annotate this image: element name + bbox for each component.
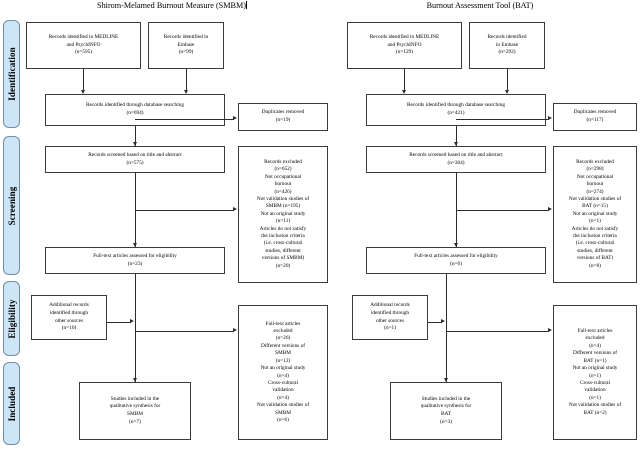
arrowhead-smbm-included (132, 378, 137, 382)
connector-smbm-medline-down (83, 69, 84, 91)
box-bat-source-embase: Records identified in Embase (n=292) (469, 22, 545, 69)
connector-bat-db-down (456, 126, 457, 147)
arrowhead-bat-included (443, 378, 448, 382)
connector-bat-medline-down (404, 69, 405, 91)
text-cursor (245, 1, 247, 9)
connector-smbm-to-fulltext-excluded (135, 331, 234, 332)
box-bat-included: Studies included in the qualitative synt… (390, 382, 502, 440)
box-bat-screened: Records screened based on title and abst… (366, 146, 546, 173)
box-smbm-source-medline: Records identified in MEDLINE and PsychI… (26, 22, 141, 69)
box-bat-records-excluded: Records excluded (n=298) Not occupationa… (553, 146, 637, 283)
arrowhead-bat-screened (453, 142, 458, 146)
stage-pill-included: Included (3, 362, 20, 445)
box-smbm-duplicates-removed: Duplicates removed (n=19) (238, 103, 328, 131)
arrowhead-smbm-fulltext (132, 243, 137, 247)
box-smbm-fulltext-excluded: Full-text articles excluded (n=26) Diffe… (238, 305, 328, 440)
panel-title-smbm-text: Shirom-Melamed Burnout Measure (SMBM) (97, 1, 246, 10)
stage-label-screening: Screening (6, 186, 17, 225)
arrowhead-bat-embase-down (504, 90, 509, 94)
arrowhead-smbm-fulltext-excluded (233, 328, 237, 333)
box-smbm-database-searching: Records identified through database sear… (45, 94, 225, 126)
box-bat-database-searching: Records identified through database sear… (366, 94, 546, 126)
connector-smbm-embase-down (186, 69, 187, 91)
connector-bat-fulltext-down (446, 274, 447, 382)
arrowhead-bat-medline-down (401, 90, 406, 94)
stage-pill-identification: Identification (3, 20, 20, 128)
connector-bat-to-fulltext-excluded (446, 331, 549, 332)
connector-smbm-db-to-duplicates (135, 119, 234, 120)
arrowhead-smbm-screened (132, 142, 137, 146)
panel-title-smbm: Shirom-Melamed Burnout Measure (SMBM) (22, 1, 322, 10)
arrowhead-smbm-records-excluded (233, 207, 237, 212)
connector-smbm-screened-to-excluded (135, 210, 234, 211)
stage-pill-eligibility: Eligibility (3, 281, 20, 356)
connector-bat-additional-to-main (428, 322, 442, 323)
connector-bat-screened-to-excluded (456, 210, 549, 211)
box-smbm-records-excluded: Records excluded (n=652) Not occupationa… (238, 146, 328, 283)
connector-bat-db-to-duplicates (456, 119, 549, 120)
box-bat-fulltext-assessed: Full-text articles assessed for eligibil… (366, 247, 546, 274)
stage-label-eligibility: Eligibility (6, 298, 17, 339)
arrowhead-bat-duplicates (548, 116, 552, 121)
arrowhead-smbm-embase-down (183, 90, 188, 94)
arrowhead-bat-records-excluded (548, 207, 552, 212)
box-smbm-included: Studies included in the qualitative synt… (79, 382, 191, 440)
box-smbm-screened: Records screened based on title and abst… (45, 146, 225, 173)
arrowhead-smbm-additional-merge (130, 319, 134, 324)
box-bat-source-medline: Records identified in MEDLINE and PsychI… (347, 22, 462, 69)
arrowhead-smbm-medline-down (80, 90, 85, 94)
connector-bat-embase-down (507, 69, 508, 91)
box-smbm-additional-records: Additional records identified through ot… (31, 295, 107, 340)
arrowhead-smbm-duplicates (233, 116, 237, 121)
arrowhead-bat-fulltext-excluded (548, 328, 552, 333)
stage-pill-screening: Screening (3, 136, 20, 275)
box-bat-fulltext-excluded: Full-text articles excluded (n=4) Differ… (553, 305, 637, 440)
connector-smbm-additional-to-main (107, 322, 131, 323)
connector-smbm-db-down (135, 126, 136, 147)
connector-smbm-fulltext-down (135, 274, 136, 382)
stage-label-identification: Identification (6, 47, 17, 101)
panel-title-bat: Burnout Assessment Tool (BAT) (426, 1, 534, 10)
arrowhead-bat-fulltext (453, 243, 458, 247)
box-bat-duplicates-removed: Duplicates removed (n=117) (553, 103, 637, 131)
box-bat-additional-records: Additional records identified through ot… (352, 295, 428, 340)
arrowhead-bat-additional-merge (441, 319, 445, 324)
box-smbm-fulltext-assessed: Full-text articles assessed for eligibil… (45, 247, 225, 274)
box-smbm-source-embase: Records identified in Embase (n=99) (148, 22, 224, 69)
stage-label-included: Included (6, 386, 17, 421)
